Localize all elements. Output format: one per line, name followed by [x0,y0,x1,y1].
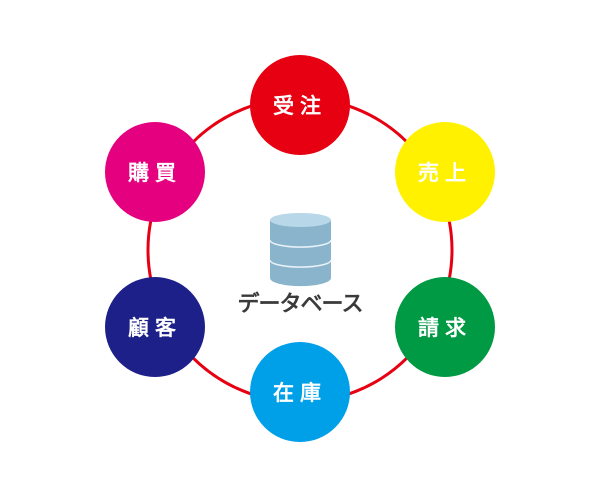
node-sales: 売上 [395,122,495,222]
node-purchasing: 購買 [105,122,205,222]
database-icon [269,213,332,287]
node-inventory: 在庫 [250,342,350,442]
node-customer: 顧客 [105,277,205,377]
node-billing: 請求 [395,277,495,377]
database-label: データベース [237,292,364,317]
node-order: 受注 [250,55,350,155]
